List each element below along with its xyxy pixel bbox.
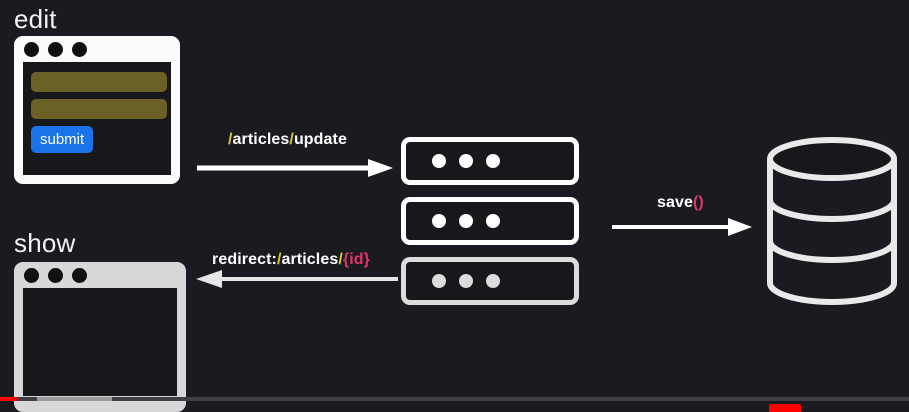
progress-played <box>0 397 17 401</box>
label-token: redirect: <box>212 251 277 268</box>
label-token: update <box>293 131 347 148</box>
server-rack-2[interactable] <box>401 197 579 245</box>
server-led-icon <box>432 214 446 228</box>
redirect-arrow-label: redirect:/articles/{id} <box>212 251 370 269</box>
window-dot-maximize-icon[interactable] <box>72 267 87 283</box>
label-token: save <box>657 194 693 211</box>
database-cylinder-icon[interactable] <box>762 136 902 311</box>
edit-window-viewport: submit <box>23 62 171 175</box>
progress-track[interactable] <box>0 397 909 401</box>
server-led-icon <box>486 214 500 228</box>
label-token: / <box>289 131 294 148</box>
label-token: / <box>338 251 343 268</box>
submit-button[interactable]: submit <box>31 126 94 153</box>
server-led-icon <box>459 274 473 288</box>
edit-browser-window[interactable]: submit <box>14 36 180 184</box>
window-dot-maximize-icon[interactable] <box>72 41 87 57</box>
save-arrow-label: save() <box>657 194 704 212</box>
request-arrow <box>195 157 400 184</box>
label-token: articles <box>281 251 339 268</box>
show-window-titlebar <box>14 262 186 288</box>
window-dot-minimize-icon[interactable] <box>48 41 63 57</box>
window-dot-close-icon[interactable] <box>24 267 39 283</box>
server-led-icon <box>459 214 473 228</box>
redirect-arrow <box>188 268 400 295</box>
video-progress-bar[interactable] <box>0 397 909 401</box>
player-logo-badge[interactable] <box>769 404 801 412</box>
server-led-icon <box>459 154 473 168</box>
label-token: articles <box>232 131 290 148</box>
edit-window-titlebar <box>14 36 180 62</box>
show-browser-window[interactable] <box>14 262 186 412</box>
edit-panel-caption: edit <box>14 4 57 34</box>
window-dot-minimize-icon[interactable] <box>48 267 63 283</box>
server-led-icon <box>432 274 446 288</box>
server-led-icon <box>486 274 500 288</box>
server-led-icon <box>432 154 446 168</box>
form-field-body[interactable] <box>31 99 167 119</box>
server-rack-3[interactable] <box>401 257 579 305</box>
label-token: / <box>228 131 233 148</box>
label-token: {id} <box>342 251 370 268</box>
show-window-viewport <box>23 288 177 396</box>
progress-buffered <box>37 397 112 401</box>
label-token: / <box>276 251 282 268</box>
request-arrow-label: /articles/update <box>228 131 347 149</box>
form-field-title[interactable] <box>31 72 167 92</box>
window-dot-close-icon[interactable] <box>24 41 39 57</box>
label-token: () <box>693 194 704 211</box>
show-panel-caption: show <box>14 228 76 258</box>
server-led-icon <box>486 154 500 168</box>
server-rack-1[interactable] <box>401 137 579 185</box>
save-arrow <box>610 216 758 243</box>
